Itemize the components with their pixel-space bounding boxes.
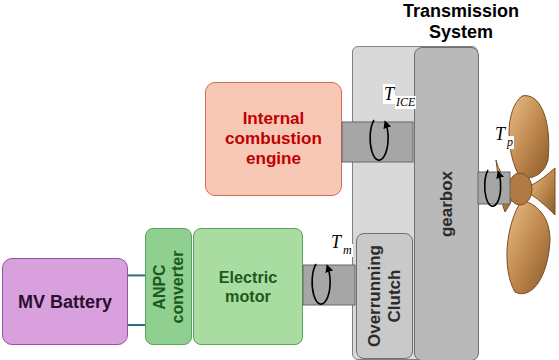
motor-box: Electric motor <box>193 228 303 345</box>
torque-subscript: ICE <box>395 96 416 109</box>
gearbox-box: gearbox <box>414 47 479 360</box>
node-label: Overrunning Clutch <box>365 237 405 355</box>
node-label: Electric motor <box>194 268 302 306</box>
node-label: Internal combustion engine <box>206 109 341 169</box>
torque-subscript: p <box>506 136 514 149</box>
transmission-system: Transmission SystemOverrunning Clutchgea… <box>352 46 478 360</box>
dc-wire <box>128 274 145 276</box>
propeller-shaft <box>478 172 510 204</box>
clutch-box: Overrunning Clutch <box>356 233 413 359</box>
node-label: gearbox <box>437 171 457 237</box>
dc-wire <box>128 324 145 326</box>
node-label: MV Battery <box>3 291 127 312</box>
node-label: ANPC converter <box>151 232 187 341</box>
motor-shaft <box>303 265 355 305</box>
torque-symbol: T <box>330 232 342 252</box>
rotation-arrow <box>312 264 330 304</box>
rotation-arrow <box>485 170 501 206</box>
converter-box: ANPC converter <box>145 228 192 345</box>
battery-box: MV Battery <box>2 258 128 345</box>
torque-symbol: T <box>383 84 395 104</box>
engine-box: Internal combustion engine <box>205 82 342 196</box>
group-heading: Transmission System <box>386 1 536 43</box>
torque-symbol: T <box>494 124 506 144</box>
torque-subscript: m <box>342 244 353 257</box>
